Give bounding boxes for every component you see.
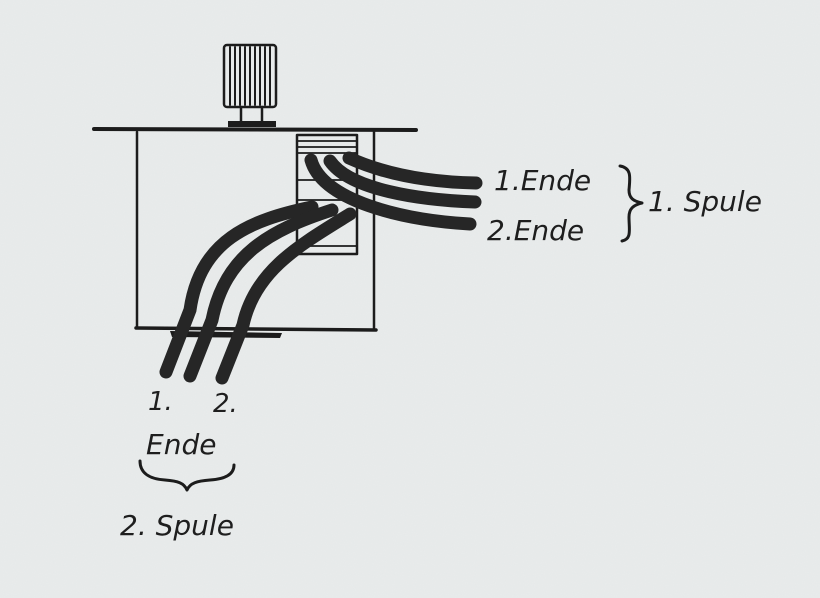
label-coil-1-end-2: 2.Ende — [487, 214, 584, 247]
label-coil-2-end-1: 1. — [148, 387, 173, 417]
label-coil-1-end-1: 1.Ende — [494, 164, 591, 197]
brace-coil-2 — [138, 459, 236, 492]
coil-2-wires — [159, 200, 357, 385]
coil-1-wires — [304, 151, 483, 231]
label-coil-2-name: 2. Spule — [120, 509, 234, 542]
brace-coil-1 — [618, 164, 644, 243]
label-coil-2-end-2: 2. — [213, 389, 238, 419]
knob — [222, 43, 278, 127]
label-coil-2-ende: Ende — [146, 428, 216, 461]
label-coil-1-name: 1. Spule — [648, 185, 762, 218]
